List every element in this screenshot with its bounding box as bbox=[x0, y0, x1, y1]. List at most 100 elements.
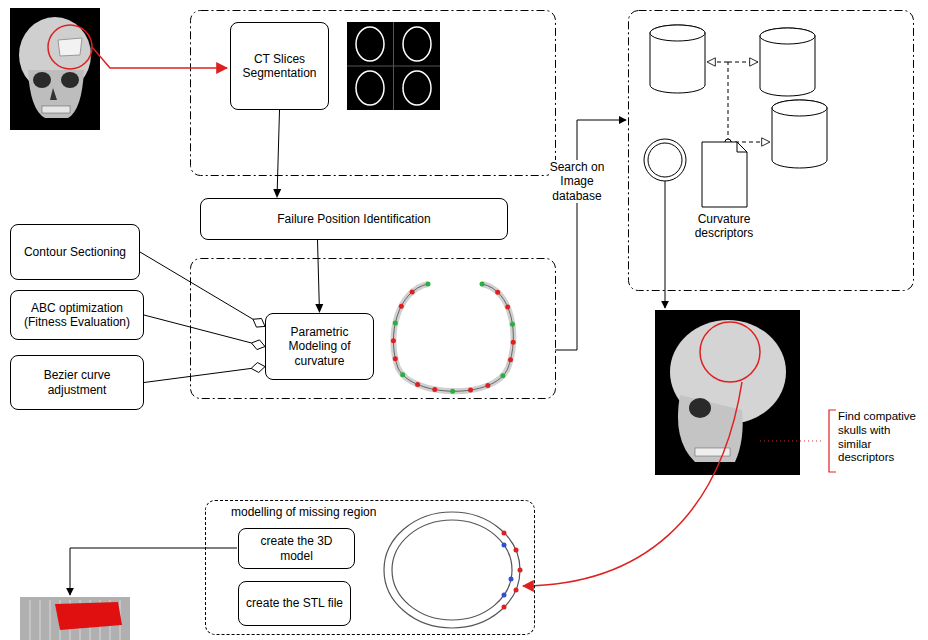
skull-image bbox=[655, 310, 800, 475]
node-text: Parametric Modeling of curvature bbox=[270, 325, 369, 368]
node-text: Bezier curve adjustment bbox=[15, 368, 139, 397]
diamond-head bbox=[251, 340, 265, 350]
slice-contour bbox=[403, 71, 431, 105]
image-ground bbox=[10, 8, 100, 130]
cylinder-top bbox=[650, 25, 705, 41]
node-text: Failure Position Identification bbox=[277, 212, 430, 226]
control-point bbox=[400, 372, 405, 377]
node-text: ABC optimization (Fitness Evaluation) bbox=[15, 301, 139, 330]
control-point bbox=[480, 282, 485, 287]
group-heading: modelling of missing region bbox=[231, 505, 376, 519]
diamond-head bbox=[253, 319, 265, 328]
connector-line bbox=[277, 110, 279, 189]
document-fold bbox=[737, 142, 747, 152]
slice-contour bbox=[356, 71, 384, 105]
face bbox=[28, 70, 84, 118]
search-arrow bbox=[555, 120, 626, 350]
red-arrow bbox=[92, 47, 227, 68]
control-point bbox=[432, 387, 437, 392]
control-point bbox=[502, 605, 507, 610]
highlight-circle bbox=[48, 25, 92, 69]
node-text: CT Slices Segmentation bbox=[235, 52, 324, 81]
process-box: Parametric Modeling of curvature bbox=[265, 313, 374, 380]
eye-socket bbox=[33, 72, 51, 88]
slice-contour bbox=[356, 27, 384, 61]
control-point bbox=[508, 357, 513, 362]
cylinder bbox=[772, 100, 827, 168]
connector-line bbox=[140, 252, 253, 319]
process-box: ABC optimization (Fitness Evaluation) bbox=[10, 290, 144, 340]
cylinder bbox=[760, 28, 815, 96]
group-frame bbox=[629, 11, 914, 291]
dashed-link bbox=[728, 62, 729, 142]
arrow-head bbox=[273, 189, 281, 198]
ring-image bbox=[384, 512, 523, 628]
control-point bbox=[450, 389, 455, 394]
control-point bbox=[468, 388, 473, 393]
control-point bbox=[399, 304, 404, 309]
implant-region bbox=[55, 602, 122, 630]
control-point bbox=[518, 568, 523, 573]
skull-defect bbox=[58, 38, 82, 56]
search-circle bbox=[648, 143, 682, 177]
process-box: create the STL file bbox=[238, 581, 351, 626]
node-text: create the 3D model bbox=[243, 534, 350, 563]
control-point bbox=[514, 588, 519, 593]
callout-note: Find compative skulls with similar descr… bbox=[838, 410, 924, 465]
control-point bbox=[495, 290, 500, 295]
control-point bbox=[426, 282, 431, 287]
control-point bbox=[415, 382, 420, 387]
control-point bbox=[485, 383, 490, 388]
nose bbox=[50, 88, 57, 100]
group-frame bbox=[191, 11, 556, 176]
document-shape bbox=[684, 140, 764, 210]
output-arrow bbox=[70, 548, 237, 595]
node-text: Curvature descriptors bbox=[684, 212, 764, 241]
inner-contour bbox=[392, 520, 512, 620]
process-box: CT Slices Segmentation bbox=[230, 22, 329, 110]
connector bbox=[273, 110, 281, 198]
cylinder-top bbox=[772, 100, 827, 116]
leader-line bbox=[760, 441, 824, 442]
image-ground bbox=[655, 310, 800, 475]
connector bbox=[315, 240, 323, 313]
eye-socket bbox=[689, 398, 711, 418]
control-point bbox=[502, 543, 507, 548]
group-frame bbox=[191, 259, 556, 399]
implant-image bbox=[20, 597, 130, 640]
control-point bbox=[391, 338, 396, 343]
red-arrow bbox=[523, 382, 742, 586]
connector bbox=[144, 315, 265, 350]
skull-contour bbox=[393, 284, 513, 391]
connector-line bbox=[318, 240, 320, 304]
connector bbox=[144, 363, 265, 383]
process-box: Contour Sectioning bbox=[10, 224, 140, 280]
outer-contour bbox=[384, 512, 520, 628]
ct-slices-image bbox=[347, 22, 440, 110]
connector-line bbox=[144, 315, 251, 343]
result-arrow bbox=[665, 181, 666, 308]
highlight-circle bbox=[700, 322, 760, 382]
control-point bbox=[393, 356, 398, 361]
skull-image bbox=[10, 8, 100, 130]
search-circle bbox=[644, 139, 686, 181]
node-text: Contour Sectioning bbox=[24, 245, 126, 259]
connector-line bbox=[144, 368, 251, 382]
node-text: create the STL file bbox=[246, 596, 343, 610]
connector bbox=[140, 252, 265, 327]
slice-contour bbox=[403, 27, 431, 61]
cylinder bbox=[650, 25, 705, 93]
eye-socket bbox=[61, 72, 79, 88]
skull-contour-band bbox=[393, 284, 513, 391]
curvature-image bbox=[391, 282, 516, 394]
document-outline bbox=[702, 142, 747, 207]
process-box: Failure Position Identification bbox=[200, 198, 508, 240]
dashed-link bbox=[707, 62, 728, 63]
control-point bbox=[502, 593, 507, 598]
control-point bbox=[509, 577, 514, 582]
dashed-link bbox=[728, 62, 758, 63]
image-ground bbox=[347, 22, 440, 110]
control-point bbox=[514, 548, 519, 553]
control-point bbox=[393, 321, 398, 326]
callout-bracket bbox=[829, 410, 836, 472]
